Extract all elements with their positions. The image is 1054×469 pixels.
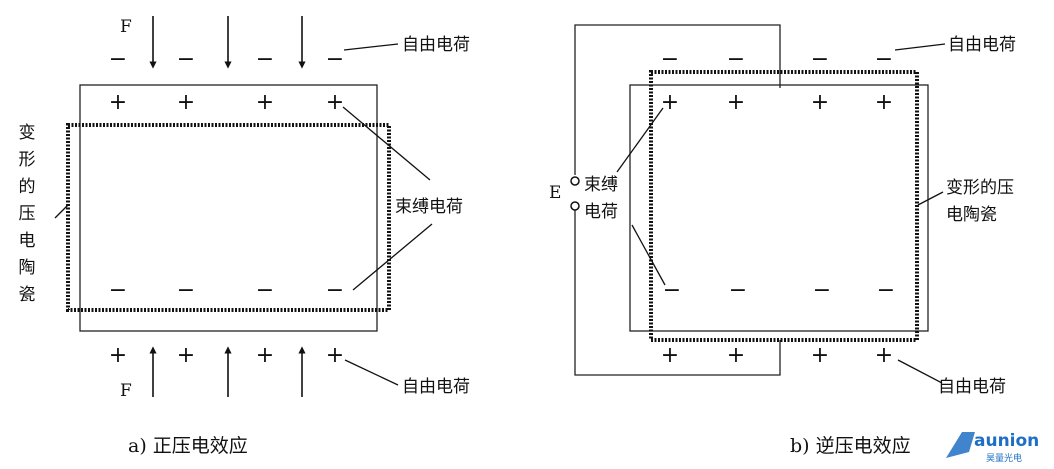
plus-sign: +: [727, 343, 745, 368]
voltage-label: E: [549, 183, 561, 203]
minus-sign: −: [875, 47, 893, 72]
minus-sign: −: [326, 278, 344, 303]
free-charge-label-bottom: 自由电荷: [402, 377, 470, 397]
deformed-ceramic-outline: [66, 123, 391, 312]
caption-direct-effect: a) 正压电效应: [128, 435, 248, 457]
minus-sign: −: [663, 278, 681, 303]
free-charges-top: − − − −: [661, 47, 893, 72]
plus-sign: +: [109, 90, 127, 115]
plus-sign: +: [109, 343, 127, 368]
plus-sign: +: [326, 343, 344, 368]
plus-sign: +: [661, 343, 679, 368]
plus-sign: +: [177, 343, 195, 368]
minus-sign: −: [661, 47, 679, 72]
bound-charges-bottom: − − − −: [109, 278, 344, 303]
minus-sign: −: [177, 278, 195, 303]
leader-lines-left: [54, 43, 433, 386]
plus-sign: +: [661, 90, 679, 115]
minus-sign: −: [877, 278, 895, 303]
force-label-top: F: [120, 17, 132, 37]
free-charge-label-bottom: 自由电荷: [938, 377, 1006, 397]
circuit-wire: [574, 210, 781, 376]
force-arrows-bottom: [149, 346, 306, 397]
caption-inverse-effect: b) 逆压电效应: [790, 435, 911, 457]
plus-sign: +: [256, 90, 274, 115]
deformed-ceramic-outline: [649, 70, 919, 342]
brand-name: aunion: [974, 431, 1039, 451]
free-charge-label-top: 自由电荷: [402, 35, 470, 55]
minus-sign: −: [109, 47, 127, 72]
minus-sign: −: [727, 47, 745, 72]
deformed-ceramic-label-line1: 变形的压: [946, 178, 1014, 198]
bound-charge-label: 束缚电荷: [395, 197, 463, 217]
direct-effect-panel: F − − − − + + + + − − − − + + + +: [19, 16, 470, 457]
deformed-ceramic-label: 变形的压电陶瓷: [19, 123, 36, 305]
force-arrows-top: [149, 16, 306, 69]
minus-sign: −: [109, 278, 127, 303]
free-charges-bottom: + + + +: [661, 343, 893, 368]
minus-sign: −: [256, 47, 274, 72]
leader-lines-right: [616, 43, 946, 384]
plus-sign: +: [727, 90, 745, 115]
force-label-bottom: F: [120, 381, 132, 401]
original-ceramic-outline: [629, 84, 929, 332]
plus-sign: +: [875, 343, 893, 368]
minus-sign: −: [729, 278, 747, 303]
free-charge-label-top: 自由电荷: [948, 35, 1016, 55]
bound-charges-top: + + + +: [109, 90, 344, 115]
free-charges-top: − − − −: [109, 47, 344, 72]
plus-sign: +: [875, 90, 893, 115]
bound-charge-label-line2: 电荷: [584, 202, 618, 222]
bound-charges-top: + + + +: [661, 90, 893, 115]
bound-charge-label-line1: 束缚: [584, 175, 618, 195]
plus-sign: +: [811, 90, 829, 115]
plus-sign: +: [177, 90, 195, 115]
brand-subtitle: 昊量光电: [986, 452, 1022, 464]
minus-sign: −: [813, 278, 831, 303]
minus-sign: −: [326, 47, 344, 72]
terminal-icon: [570, 201, 580, 211]
minus-sign: −: [811, 47, 829, 72]
minus-sign: −: [177, 47, 195, 72]
bound-charges-bottom: − − − −: [663, 278, 895, 303]
brand-logo-icon: [946, 432, 975, 458]
plus-sign: +: [811, 343, 829, 368]
free-charges-bottom: + + + +: [109, 343, 344, 368]
minus-sign: −: [256, 278, 274, 303]
original-ceramic-outline: [79, 84, 378, 332]
inverse-effect-panel: E − − − − + + + + − − − − + +: [549, 24, 1016, 457]
plus-sign: +: [326, 90, 344, 115]
plus-sign: +: [256, 343, 274, 368]
deformed-ceramic-label-line2: 电陶瓷: [946, 205, 997, 225]
terminal-icon: [570, 176, 580, 186]
circuit-wire: [574, 24, 781, 175]
brand-watermark: aunion 昊量光电: [946, 431, 1039, 464]
